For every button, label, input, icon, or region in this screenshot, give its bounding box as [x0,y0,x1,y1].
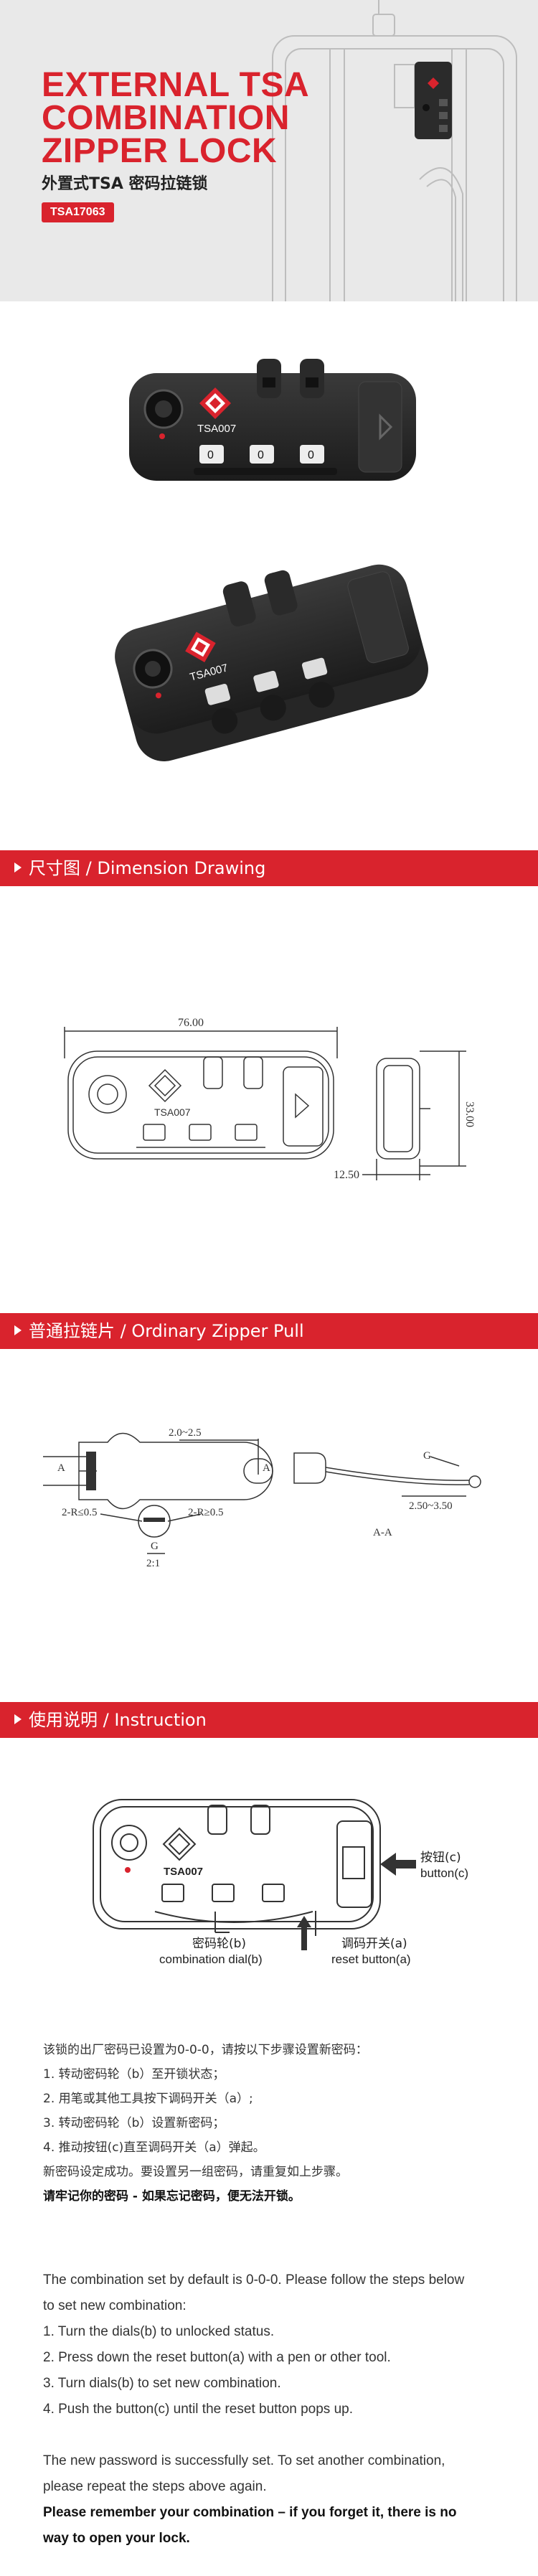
dim-brand-mark: TSA007 [154,1106,191,1118]
zip-side-detail-label: G [423,1450,431,1462]
zip-radius-right: 2-R≥0.5 [188,1507,223,1518]
section-triangle-icon [14,1325,22,1335]
label-reset-cn: 调码开关(a) [341,1937,407,1951]
en-intro-line-2: to set new combination: [43,2298,187,2313]
hero-banner: EXTERNAL TSA COMBINATION ZIPPER LOCK 外置式… [0,0,538,301]
en-warning-line-2: way to open your lock. [43,2531,190,2546]
zip-section-mark-left: A [57,1462,65,1474]
zip-side-dim: 2.50~3.50 [409,1500,453,1512]
label-reset-en: reset button(a) [331,1952,411,1966]
zip-section-caption: A-A [373,1527,392,1538]
dial-digit-2: 0 [258,449,264,461]
arrow-left-icon [380,1853,416,1876]
dial-digit-3: 0 [308,449,314,461]
lock-angled-photo: TSA007 [115,564,428,762]
suitcase-sketch-illustration [272,0,517,301]
section-bar-zipper: 普通拉链片 / Ordinary Zipper Pull [0,1313,538,1349]
zip-detail-scale: 2:1 [146,1558,160,1569]
cn-intro: 该锁的出厂密码已设置为0-0-0，请按以下步骤设置新密码： [43,2043,368,2057]
model-badge: TSA17063 [42,202,114,222]
product-title: EXTERNAL TSA COMBINATION ZIPPER LOCK [42,66,310,170]
zip-section-mark-right: A [263,1462,270,1474]
en-step-2: 2. Press down the reset button(a) with a… [43,2350,391,2365]
title-line-2: COMBINATION [42,99,290,137]
section-bar-dimension: 尺寸图 / Dimension Drawing [0,850,538,886]
label-dial-cn: 密码轮(b) [192,1937,246,1951]
section-title-instruction: 使用说明 / Instruction [29,1710,207,1730]
en-step-4: 4. Push the button(c) until the reset bu… [43,2402,353,2417]
dim-width-label: 76.00 [178,1017,204,1029]
section-triangle-icon [14,862,22,873]
en-after-line-2: please repeat the steps above again. [43,2479,267,2494]
title-line-1: EXTERNAL TSA [42,66,310,104]
instructions-cn: 该锁的出厂密码已设置为0-0-0，请按以下步骤设置新密码： 1. 转动密码轮（b… [43,2038,502,2209]
section-triangle-icon [14,1714,22,1724]
en-intro-line-1: The combination set by default is 0-0-0.… [43,2272,465,2288]
diagram-brand-mark: TSA007 [164,1866,203,1878]
cn-warning: 请牢记你的密码 - 如果忘记密码，便无法开锁。 [43,2189,301,2204]
en-warning-line-1: Please remember your combination – if yo… [43,2505,457,2520]
instructions-en: The combination set by default is 0-0-0.… [43,2267,509,2552]
cn-step-4: 4. 推动按钮(c)直至调码开关（a）弹起。 [43,2140,265,2155]
zip-detail-label: G [151,1541,159,1552]
brand-mark-text: TSA007 [197,423,236,435]
instruction-diagram: TSA007 按钮(c) button(c) 密码轮(b) combinatio… [93,1799,468,1966]
combination-dials: 0 0 0 [199,445,324,464]
en-step-3: 3. Turn dials(b) to set new combination. [43,2376,281,2391]
lock-front-photo: TSA007 0 0 0 [129,359,416,481]
cn-after: 新密码设定成功。要设置另一组密码，请重复如上步骤。 [43,2165,348,2179]
zipper-pull-drawing: 2.0~2.5 A A 2-R≤0.5 2-R≥0.5 G 2:1 G 2.50… [43,1427,481,1569]
zip-radius-left: 2-R≤0.5 [62,1507,97,1518]
label-button-cn: 按钮(c) [420,1851,461,1865]
en-step-1: 1. Turn the dials(b) to unlocked status. [43,2324,275,2339]
cn-step-1: 1. 转动密码轮（b）至开锁状态； [43,2067,225,2082]
cn-step-2: 2. 用笔或其他工具按下调码开关（a）; [43,2092,253,2106]
product-subtitle-cn: 外置式TSA 密码拉链锁 [42,175,208,193]
dimension-drawing: 76.00 33.00 12.50 TSA007 [64,1017,476,1181]
dial-digit-1: 0 [207,449,214,461]
label-dial-en: combination dial(b) [159,1952,263,1966]
title-line-3: ZIPPER LOCK [42,132,278,170]
section-title-zipper: 普通拉链片 / Ordinary Zipper Pull [29,1321,304,1341]
arrow-up-icon [297,1916,311,1950]
section-title-dimension: 尺寸图 / Dimension Drawing [29,858,266,878]
spacer [43,2422,509,2448]
zip-thickness-label: 2.0~2.5 [169,1427,202,1439]
dim-depth-label: 12.50 [334,1169,359,1181]
dim-height-label: 33.00 [463,1101,476,1127]
label-button-en: button(c) [420,1866,468,1880]
en-after-line-1: The new password is successfully set. To… [43,2453,445,2468]
cn-step-3: 3. 转动密码轮（b）设置新密码； [43,2116,225,2130]
section-bar-instruction: 使用说明 / Instruction [0,1702,538,1738]
